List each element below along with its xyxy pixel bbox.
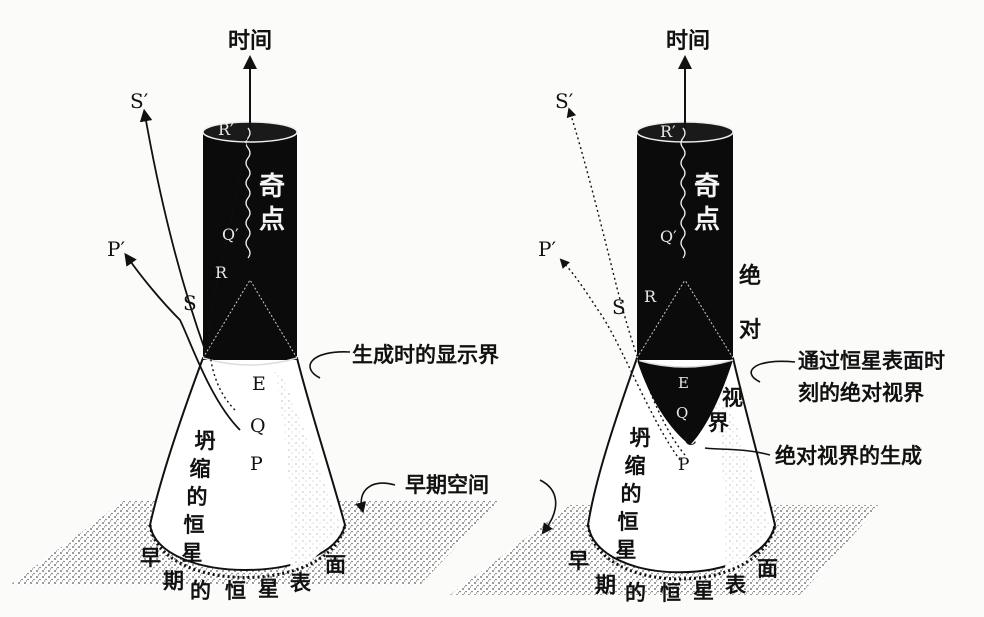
left-singularity-column [203, 132, 297, 360]
left-early-space-label: 早期空间 [405, 473, 489, 497]
right-collapsing-2: 缩 [625, 454, 646, 478]
right-collapsing-4: 恒 [618, 510, 639, 534]
left-cone-shading [275, 370, 340, 570]
left-point-e: E [252, 373, 266, 395]
right-collapsing-3: 的 [621, 482, 642, 506]
right-point-c: C [684, 430, 697, 450]
left-surface-2: 期 [163, 569, 184, 593]
left-surface-1: 早 [140, 546, 161, 570]
right-surface-5: 星 [693, 579, 714, 603]
right-singularity-label-2: 点 [694, 204, 720, 235]
right-horizon-label-1: 通过恒星表面时 [798, 349, 945, 373]
right-birth-pointer [704, 447, 771, 456]
right-horizon-side-2: 界 [708, 411, 729, 435]
right-point-q-prime: Q′ [660, 227, 677, 246]
left-surface-6: 表 [290, 571, 312, 595]
right-horizon-side-1: 视 [722, 386, 743, 410]
right-singularity-squiggle [680, 127, 686, 259]
left-singularity-label-1: 奇 [259, 172, 285, 202]
right-point-e: E [678, 374, 689, 392]
right-singularity-column [637, 132, 733, 360]
left-horizon-label: 生成时的显示界 [352, 343, 499, 367]
left-point-p-prime: P′ [107, 237, 125, 261]
left-early-surface-ring [148, 524, 347, 579]
left-horizon-edge [202, 357, 298, 366]
right-surface-7: 面 [757, 557, 778, 581]
left-point-p: P [250, 453, 263, 475]
right-point-s-prime: S′ [555, 89, 574, 113]
right-ray-p [559, 258, 681, 461]
left-light-cone-a [202, 279, 251, 359]
left-point-q-prime: Q′ [222, 225, 239, 244]
left-surface-3: 的 [190, 579, 211, 603]
right-surface-6: 表 [725, 573, 747, 597]
right-light-cone-b [684, 279, 734, 359]
left-singularity-label-2: 点 [259, 204, 285, 235]
right-birth-label: 绝对视界的生成 [775, 444, 922, 468]
left-collapsing-5: 星 [182, 541, 203, 565]
left-collapsing-3: 的 [187, 485, 208, 509]
right-collapsing-5: 星 [616, 538, 637, 562]
left-time-label: 时间 [228, 29, 272, 54]
right-time-label: 时间 [666, 29, 710, 54]
left-point-q: Q [250, 415, 266, 437]
left-horizon-pointer [309, 351, 351, 379]
right-collapsing-1: 坍 [630, 426, 651, 450]
left-collapsing-1: 坍 [195, 429, 216, 453]
left-collapsing-4: 恒 [184, 513, 205, 537]
left-diagram: 时间 奇 点 S′ P′ R′ Q′ R S E Q P 生成时的显示界 早期空… [10, 29, 500, 603]
right-surface-2: 期 [595, 573, 616, 597]
right-point-q: Q [676, 404, 688, 422]
left-ray-p [124, 252, 241, 431]
right-singularity-label-1: 奇 [694, 172, 720, 202]
right-ray-s [566, 107, 686, 456]
right-horizon-pointer [750, 360, 796, 383]
left-singularity-squiggle [245, 127, 251, 259]
left-surface-4: 恒 [225, 579, 246, 603]
right-absolute-label-1: 绝 [739, 263, 761, 289]
right-light-cone-a [636, 279, 686, 359]
right-surface-1: 早 [568, 549, 589, 573]
left-ray-s [139, 108, 206, 351]
right-early-surface-ring [586, 524, 777, 581]
right-surface-3: 的 [625, 581, 646, 605]
right-point-r: R [644, 287, 657, 306]
right-horizon-label-2: 刻的绝对视界 [798, 381, 924, 405]
right-point-r-top: R′ [660, 122, 676, 141]
right-horizon-edge [636, 359, 734, 368]
left-surface-7: 面 [325, 553, 346, 577]
right-absolute-horizon-wedge [637, 360, 733, 445]
left-ray-q [208, 129, 249, 411]
left-space-pointer [355, 482, 396, 514]
right-space-pointer [539, 479, 557, 535]
left-point-s-prime: S′ [130, 89, 149, 113]
left-point-r-top: R′ [218, 120, 234, 139]
right-point-p: P [678, 455, 689, 475]
left-point-s: S [183, 291, 197, 315]
right-point-p-prime: P′ [538, 237, 556, 261]
right-surface-4: 恒 [660, 581, 681, 605]
right-absolute-label-2: 对 [739, 318, 761, 343]
left-point-r: R [215, 263, 228, 282]
right-point-s: S [612, 295, 626, 319]
right-cone-shading [710, 370, 770, 572]
left-light-cone-b [249, 279, 298, 359]
left-surface-5: 星 [258, 577, 279, 601]
left-collapsing-2: 缩 [190, 457, 211, 481]
right-diagram: 时间 奇 点 绝 对 S′ P′ R′ Q′ R S E Q C P 通过恒星表… [450, 29, 945, 605]
